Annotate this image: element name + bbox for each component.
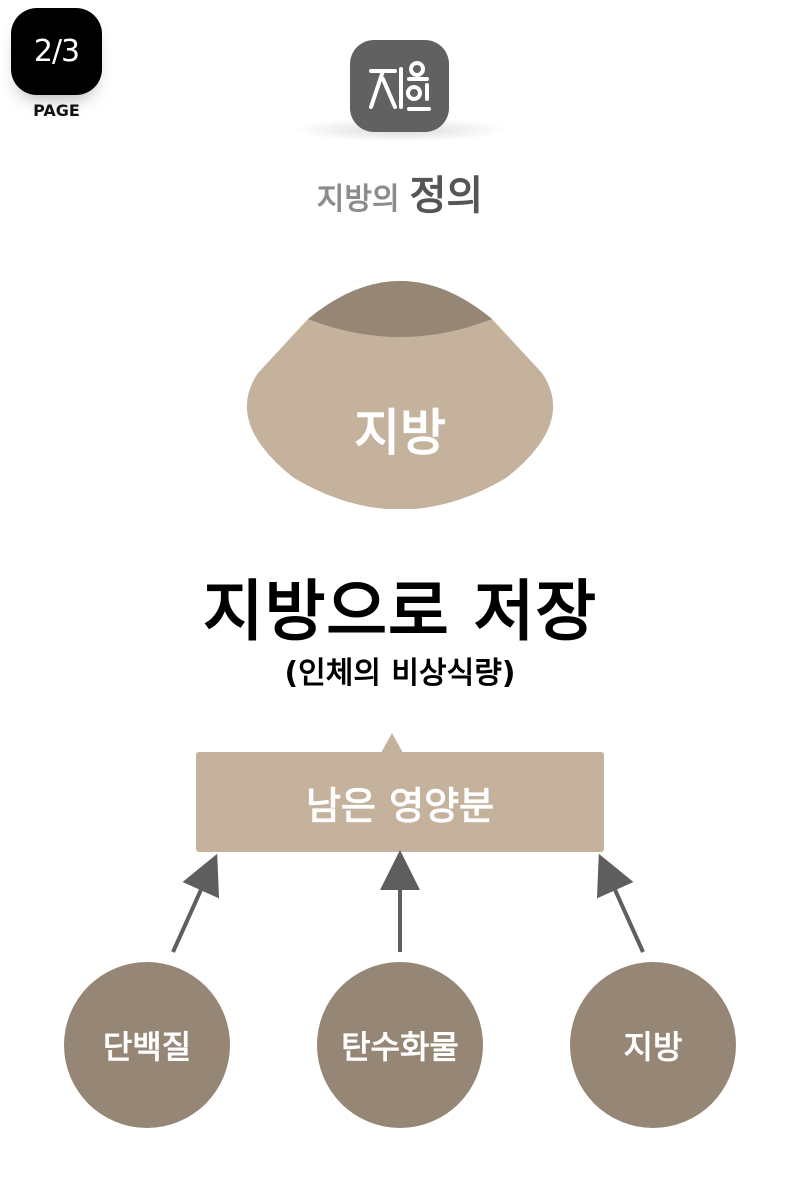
page-indicator-text: 2/3: [33, 34, 80, 69]
nutrient-label: 지방: [623, 1028, 683, 1066]
title-main: 정의: [409, 173, 484, 219]
page-title: 지방의 정의: [0, 163, 800, 221]
arrow-protein: [171, 853, 220, 953]
nutrient-label: 탄수화물: [341, 1028, 459, 1066]
nutrient-fat: 지방: [570, 962, 736, 1128]
page-label: PAGE: [33, 101, 80, 120]
fat-shape: [246, 281, 554, 509]
callout-label: 남은 영양분: [305, 783, 495, 828]
storage-subtitle: (인체의 비상식량): [284, 656, 516, 691]
page-indicator[interactable]: 2/3: [11, 8, 102, 95]
callout-box: 남은 영양분: [196, 752, 604, 852]
nutrient-carbohydrate: 탄수화물: [317, 962, 483, 1128]
arrows: [171, 850, 645, 953]
nutrient-label: 단백질: [102, 1028, 192, 1066]
title-prefix: 지방의: [316, 182, 400, 217]
nutrient-protein: 단백질: [64, 962, 230, 1128]
callout-tip: [381, 733, 403, 753]
fat-shape-body: [246, 281, 554, 509]
jibang-logo-icon: [350, 40, 449, 132]
storage-title: 지방으로 저장: [202, 573, 598, 650]
fat-label: 지방: [354, 404, 446, 462]
arrow-fat: [596, 853, 645, 953]
fat-shape-top: [308, 281, 492, 337]
